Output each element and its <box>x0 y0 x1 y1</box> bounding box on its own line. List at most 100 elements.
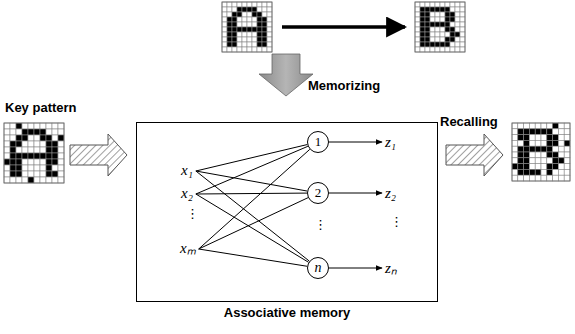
pixel <box>420 42 425 47</box>
pixel <box>242 17 247 22</box>
grid-border <box>4 123 64 183</box>
output-line <box>329 142 382 143</box>
pixel <box>541 135 547 141</box>
pixel <box>257 12 262 17</box>
weight-line <box>199 249 307 266</box>
pixel <box>227 17 232 22</box>
pixel <box>46 159 52 165</box>
pixel <box>430 27 435 32</box>
pixel <box>16 159 22 165</box>
pixel <box>4 153 10 159</box>
pixel <box>22 129 28 135</box>
grid-border <box>512 123 570 181</box>
input-variable: x₂ <box>181 185 193 201</box>
pixel <box>445 32 450 37</box>
pixel <box>440 37 445 42</box>
pixel <box>267 42 272 47</box>
pixel <box>46 129 52 135</box>
pixel <box>232 27 237 32</box>
pixel <box>10 165 16 171</box>
output-variable: zₙ <box>385 260 397 276</box>
pixel <box>553 169 559 175</box>
pixel <box>237 47 242 52</box>
pixel <box>34 153 40 159</box>
pixel <box>16 147 22 153</box>
pixel <box>512 164 518 170</box>
pixel <box>547 152 553 158</box>
pixel <box>4 135 10 141</box>
pixel <box>553 135 559 141</box>
pixel <box>558 129 564 135</box>
weight-line <box>196 146 308 194</box>
pixel <box>420 2 425 7</box>
pixel <box>46 147 52 153</box>
pixel <box>541 129 547 135</box>
pixel <box>553 123 559 129</box>
weight-line <box>196 194 309 262</box>
pixel <box>518 152 524 158</box>
pixel <box>46 171 52 177</box>
pixel <box>518 169 524 175</box>
pixel <box>455 22 460 27</box>
pixel <box>242 42 247 47</box>
pixel <box>16 129 22 135</box>
pixel <box>222 12 227 17</box>
pixel <box>257 42 262 47</box>
pixel <box>440 17 445 22</box>
pixel <box>242 12 247 17</box>
pixel <box>440 7 445 12</box>
pixel <box>518 129 524 135</box>
pixel <box>232 17 237 22</box>
pixel <box>553 175 559 181</box>
pixel <box>252 37 257 42</box>
pixel <box>547 129 553 135</box>
pixel <box>22 123 28 129</box>
pixel <box>445 47 450 52</box>
pixel <box>512 169 518 175</box>
pixel <box>445 7 450 12</box>
output-line <box>329 268 382 269</box>
pixel <box>415 22 420 27</box>
pixel <box>430 2 435 7</box>
pixel <box>529 123 535 129</box>
pixel <box>435 42 440 47</box>
pixel <box>262 32 267 37</box>
pixel <box>564 135 570 141</box>
pixel <box>460 42 465 47</box>
pixel <box>425 32 430 37</box>
pixel <box>541 158 547 164</box>
pixel <box>257 37 262 42</box>
pixel <box>460 32 465 37</box>
pixel <box>445 27 450 32</box>
pixel <box>34 159 40 165</box>
pixel <box>262 42 267 47</box>
pixel <box>267 47 272 52</box>
pixel <box>22 153 28 159</box>
pixel <box>28 159 34 165</box>
pixel <box>541 164 547 170</box>
pixel <box>440 12 445 17</box>
pixel <box>232 42 237 47</box>
pixel <box>524 140 530 146</box>
neuron-circle: 1 <box>307 131 329 153</box>
pixel <box>247 47 252 52</box>
pixel <box>252 27 257 32</box>
pixel <box>455 2 460 7</box>
pixel <box>558 135 564 141</box>
pixel <box>425 2 430 7</box>
neuron-circle: n <box>307 257 329 279</box>
output-variable: z₁ <box>385 134 396 150</box>
pixel <box>450 37 455 42</box>
pixel <box>450 12 455 17</box>
pixel <box>450 47 455 52</box>
pixel <box>34 171 40 177</box>
pixel <box>558 152 564 158</box>
pixel <box>252 22 257 27</box>
pixel <box>420 17 425 22</box>
pixel <box>28 129 34 135</box>
pixel <box>435 12 440 17</box>
pixel <box>524 158 530 164</box>
pixel <box>247 27 252 32</box>
pixel <box>28 165 34 171</box>
